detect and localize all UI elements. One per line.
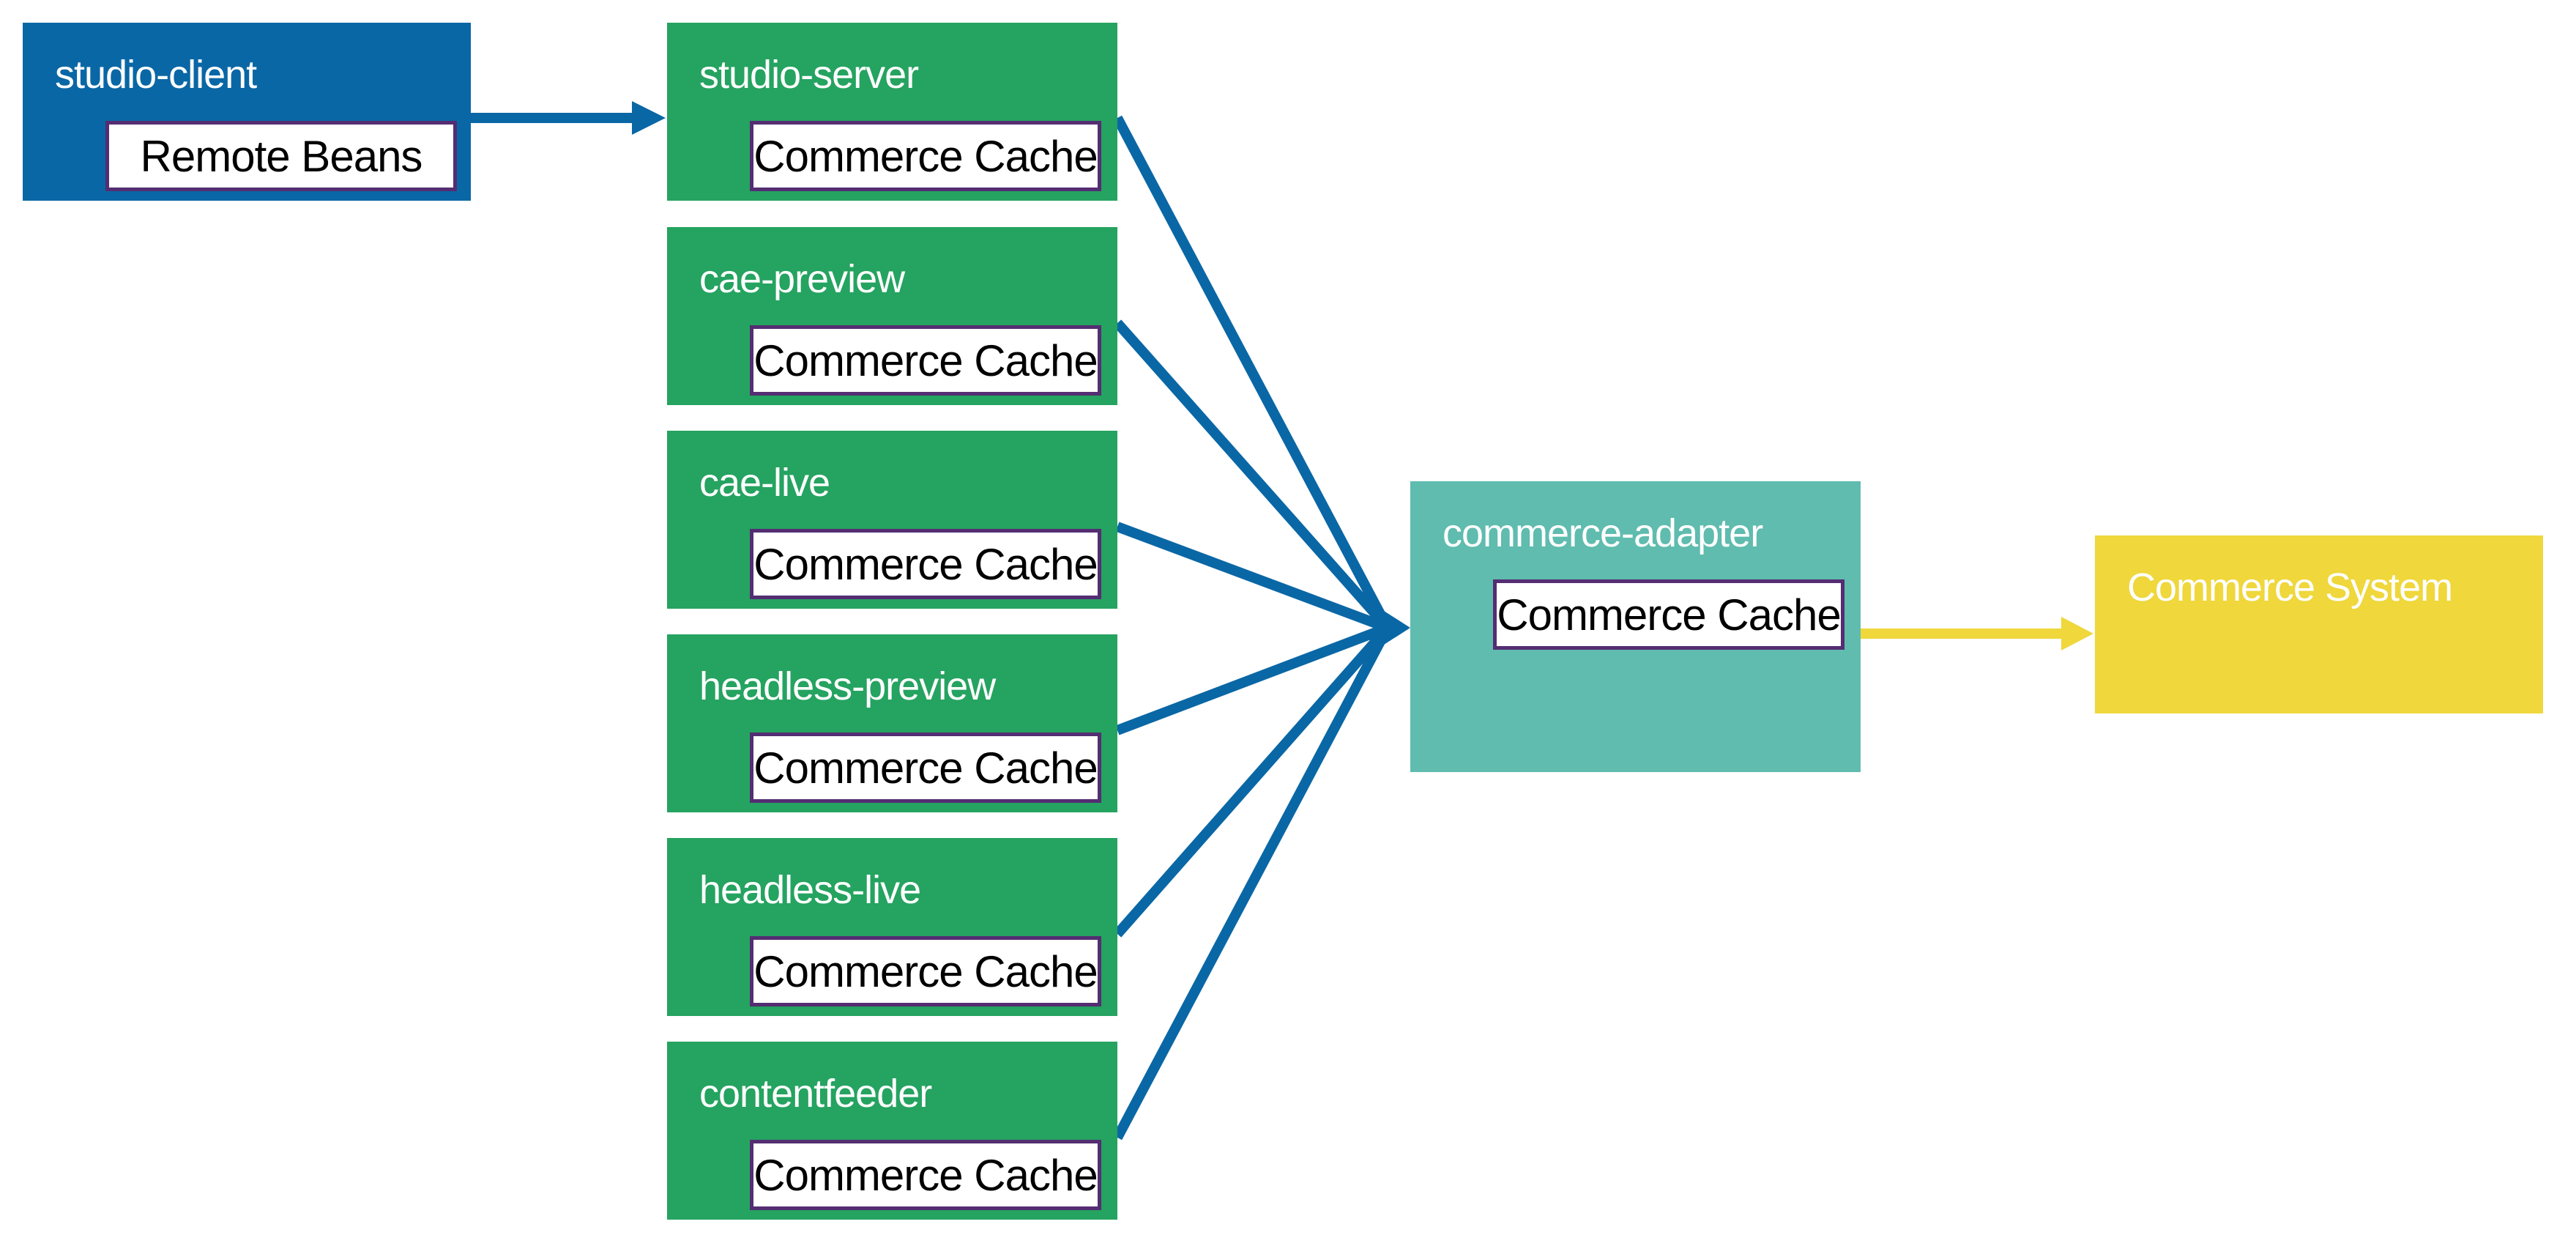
edge-headless-preview-to-commerce-adapter [1115, 623, 1390, 735]
commerce-cache-box-cae-live: Commerce Cache [750, 529, 1101, 599]
edge-cae-live-to-commerce-adapter [1115, 522, 1390, 633]
edge-cae-preview-to-commerce-adapter [1113, 319, 1392, 631]
node-cae-preview: cae-preview Commerce Cache [667, 227, 1117, 405]
commerce-cache-label: Commerce Cache [753, 743, 1098, 793]
commerce-cache-label: Commerce Cache [753, 539, 1098, 589]
commerce-cache-label: Commerce Cache [753, 335, 1098, 385]
node-headless-live-label: headless-live [699, 868, 921, 912]
commerce-cache-label: Commerce Cache [753, 1150, 1098, 1200]
node-contentfeeder: contentfeeder Commerce Cache [667, 1042, 1117, 1220]
edge-studio-server-to-commerce-adapter [1112, 115, 1393, 631]
commerce-cache-box-studio-server: Commerce Cache [750, 121, 1101, 191]
node-commerce-system: Commerce System [2095, 535, 2543, 713]
arrowhead-into-studio-server [632, 101, 666, 135]
node-studio-server-label: studio-server [699, 53, 919, 97]
arrowhead-into-commerce-system [2061, 617, 2093, 650]
node-headless-preview-label: headless-preview [699, 664, 996, 708]
commerce-cache-label: Commerce Cache [1497, 590, 1841, 639]
edge-contentfeeder-to-commerce-adapter [1112, 625, 1393, 1141]
remote-beans-box: Remote Beans [105, 121, 457, 191]
node-commerce-adapter-label: commerce-adapter [1443, 511, 1763, 555]
arrowhead-into-commerce-adapter [1374, 604, 1410, 651]
commerce-cache-label: Commerce Cache [753, 131, 1098, 181]
edge-headless-live-to-commerce-adapter [1113, 624, 1392, 938]
node-studio-client-label: studio-client [55, 53, 257, 97]
commerce-cache-box-commerce-adapter: Commerce Cache [1493, 579, 1844, 650]
node-headless-live: headless-live Commerce Cache [667, 838, 1117, 1016]
node-cae-live-label: cae-live [699, 461, 830, 505]
node-cae-preview-label: cae-preview [699, 257, 905, 301]
remote-beans-label: Remote Beans [140, 131, 423, 181]
node-commerce-adapter: commerce-adapter Commerce Cache [1410, 481, 1861, 772]
node-studio-client: studio-client Remote Beans [23, 23, 471, 201]
node-headless-preview: headless-preview Commerce Cache [667, 634, 1117, 812]
commerce-cache-box-contentfeeder: Commerce Cache [750, 1140, 1101, 1210]
node-contentfeeder-label: contentfeeder [699, 1072, 932, 1116]
commerce-cache-box-cae-preview: Commerce Cache [750, 325, 1101, 396]
commerce-cache-box-headless-preview: Commerce Cache [750, 733, 1101, 803]
node-studio-server: studio-server Commerce Cache [667, 23, 1117, 201]
node-commerce-system-label: Commerce System [2127, 566, 2453, 609]
node-cae-live: cae-live Commerce Cache [667, 431, 1117, 609]
commerce-cache-label: Commerce Cache [753, 946, 1098, 996]
commerce-cache-box-headless-live: Commerce Cache [750, 936, 1101, 1006]
